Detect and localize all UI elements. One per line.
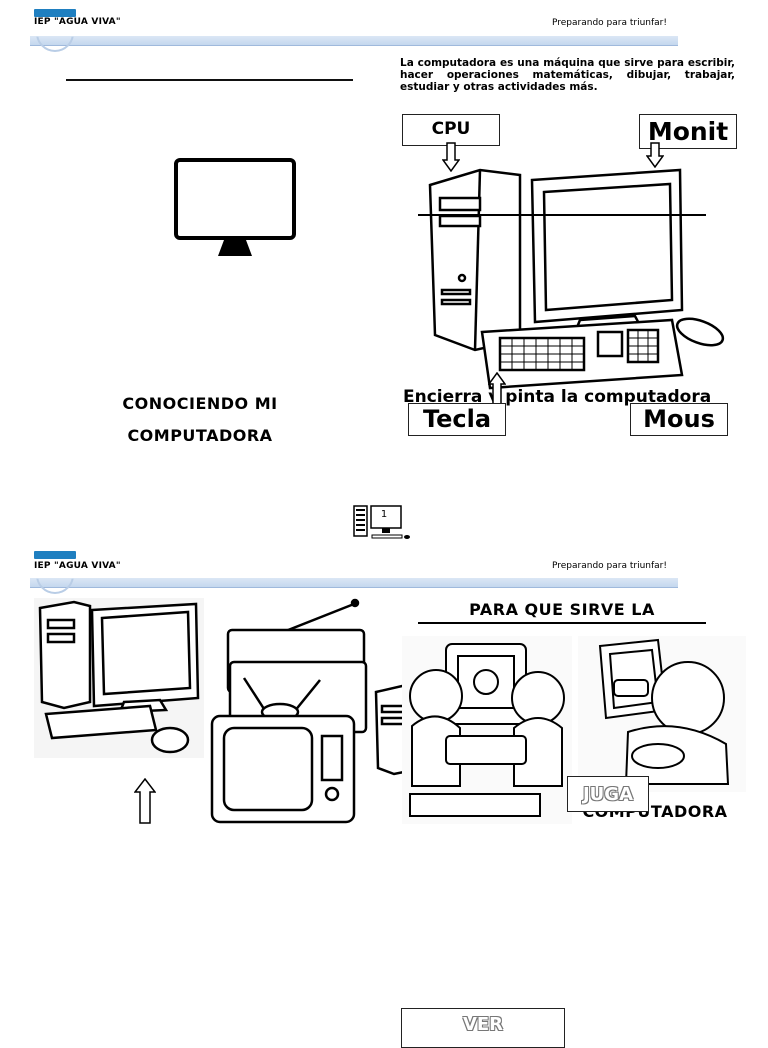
school-motto-2: Preparando para triunfar! bbox=[552, 561, 667, 571]
play-label: JUGA bbox=[567, 776, 649, 812]
header-bar-2 bbox=[30, 578, 678, 588]
title-line-2: COMPUTADORA bbox=[127, 426, 273, 445]
keyboard-label: Tecla bbox=[408, 403, 506, 436]
page2-title-top: PARA QUE SIRVE LA bbox=[469, 600, 655, 619]
school-name-2: IEP "AGUA VIVA" bbox=[34, 561, 121, 571]
watch-label: VER bbox=[401, 1008, 565, 1048]
desktop-computer-image bbox=[34, 598, 204, 758]
computer-illustration bbox=[428, 168, 725, 390]
name-line bbox=[66, 79, 353, 81]
cpu-arrow-icon bbox=[442, 142, 460, 172]
school-logo-tab-2 bbox=[34, 551, 76, 559]
child-playing-image bbox=[578, 636, 746, 792]
line-across-computer bbox=[418, 214, 706, 216]
header-bar bbox=[30, 36, 678, 46]
monitor-icon bbox=[174, 158, 296, 256]
kids-computer-image bbox=[402, 636, 572, 824]
instruction-text: Encierra y pinta la computadora bbox=[403, 387, 712, 407]
school-logo-tab bbox=[34, 9, 76, 17]
intro-text: La computadora es una máquina que sirve … bbox=[400, 57, 735, 93]
radio-tv-image bbox=[210, 598, 368, 824]
monitor-arrow-icon bbox=[646, 142, 664, 168]
cpu-label: CPU bbox=[402, 114, 500, 146]
page2-title-line bbox=[418, 622, 706, 624]
title-line-1: CONOCIENDO MI bbox=[122, 394, 278, 413]
school-name: IEP "AGUA VIVA" bbox=[34, 17, 121, 27]
mouse-label: Mous bbox=[630, 403, 728, 436]
up-arrow-icon bbox=[134, 778, 156, 824]
page-number: 1 bbox=[380, 509, 388, 520]
school-motto: Preparando para triunfar! bbox=[552, 18, 667, 28]
page-number-computer-icon bbox=[353, 505, 410, 539]
